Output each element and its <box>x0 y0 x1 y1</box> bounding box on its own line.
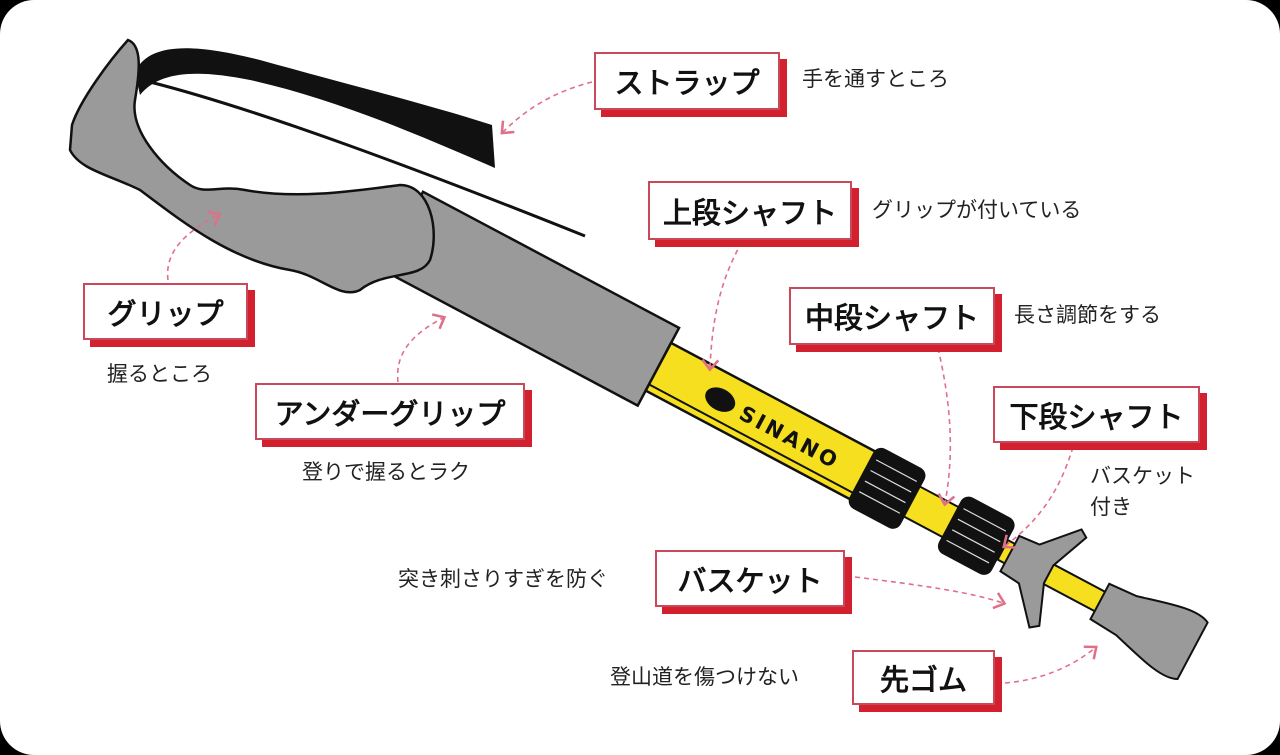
desc-under-grip: 登りで握るとラク <box>302 460 470 484</box>
pointer-arrows <box>166 81 1098 684</box>
label-under-grip: アンダーグリップ <box>255 383 525 440</box>
desc-upper-shaft: グリップが付いている <box>872 198 1082 222</box>
label-middle-shaft: 中段シャフト <box>789 287 995 345</box>
rubber-tip <box>1089 582 1209 681</box>
strap-cord <box>149 80 586 238</box>
desc-lower-shaft-2: 付き <box>1090 495 1132 519</box>
label-basket: バスケット <box>655 550 845 607</box>
desc-basket: 突き刺さりすぎを防ぐ <box>398 567 608 591</box>
label-strap: ストラップ <box>594 52 780 110</box>
desc-tip: 登山道を傷つけない <box>610 665 799 689</box>
desc-middle-shaft: 長さ調節をする <box>1014 303 1161 327</box>
basket <box>999 528 1088 629</box>
lock-knob-1 <box>848 447 926 529</box>
strap <box>135 48 495 169</box>
label-upper-shaft: 上段シャフト <box>648 181 852 240</box>
desc-grip: 握るところ <box>107 362 212 386</box>
label-grip: グリップ <box>83 283 248 340</box>
grip <box>68 38 435 294</box>
label-lower-shaft: 下段シャフト <box>993 386 1200 443</box>
desc-lower-shaft-1: バスケット <box>1090 464 1195 488</box>
desc-strap: 手を通すところ <box>802 67 949 91</box>
lock-knob-2 <box>937 496 1015 575</box>
label-tip: 先ゴム <box>852 650 995 705</box>
